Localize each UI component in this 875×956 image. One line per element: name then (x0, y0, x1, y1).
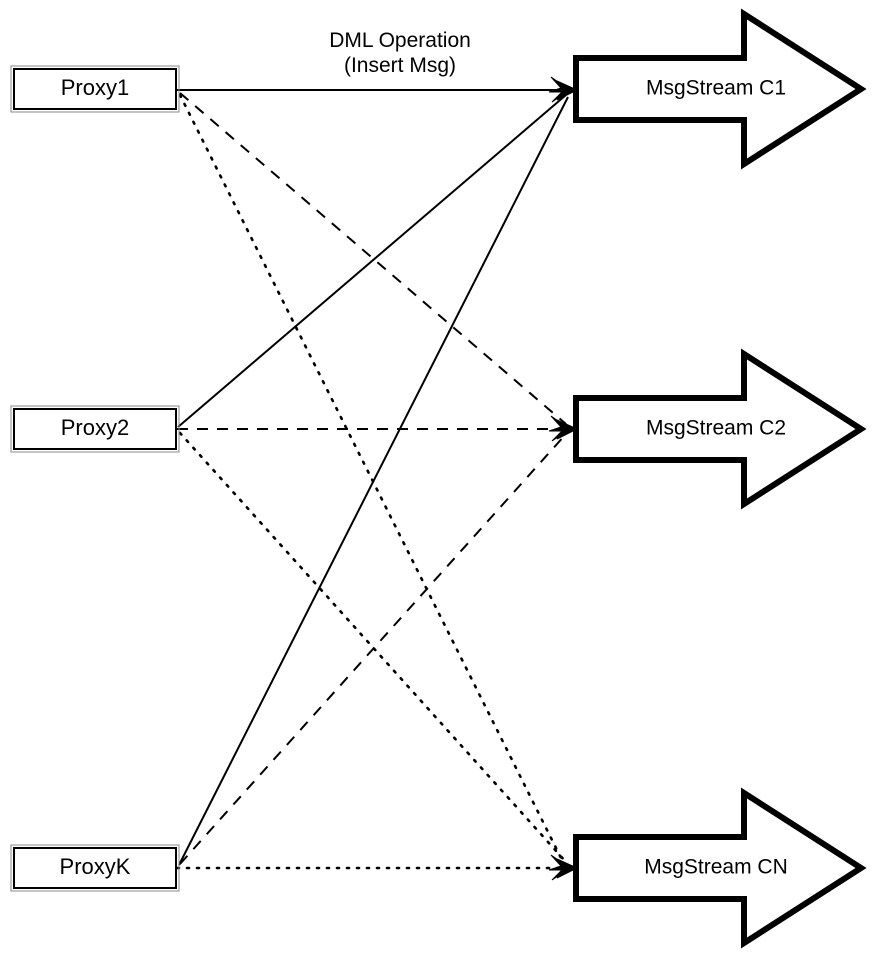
link-line-dotted (178, 431, 568, 864)
arrowhead-head-c1 (548, 76, 579, 103)
edge-label-line2: (Insert Msg) (344, 54, 456, 77)
stream-stream_c2: MsgStream C2 (573, 348, 867, 510)
stream-label-stream_cn: MsgStream CN (644, 856, 788, 879)
proxy-label-proxy2: Proxy2 (61, 415, 129, 440)
proxy-box-outline (10, 65, 180, 113)
arrowhead-head-cn (548, 854, 579, 881)
arrowhead-glyph (548, 76, 579, 103)
proxy-node-proxyk[interactable]: ProxyK (10, 844, 180, 892)
streams-layer: MsgStream C1 MsgStream C2 MsgStream CN (573, 8, 867, 949)
proxy-node-proxy1[interactable]: Proxy1 (10, 65, 180, 113)
proxy-box-outline (10, 844, 180, 892)
link-line-dotted (178, 93, 565, 864)
proxy-box-outline (10, 405, 180, 453)
stream-arrow-shape (573, 8, 867, 170)
edge-label-line1: DML Operation (329, 29, 471, 52)
stream-arrow-shape (573, 348, 867, 510)
proxy-node-proxy2[interactable]: Proxy2 (10, 405, 180, 453)
stream-stream_c1: MsgStream C1 (573, 8, 867, 170)
link-pk-c2 (179, 433, 567, 865)
stream-stream_cn: MsgStream CN (573, 787, 867, 949)
proxy-label-proxy1: Proxy1 (61, 75, 129, 100)
link-p1-c2 (179, 92, 567, 425)
links-layer (175, 89, 569, 870)
link-line-solid (178, 96, 569, 866)
link-line-solid (177, 94, 567, 428)
arrowhead-head-c2 (548, 415, 579, 442)
stream-label-stream_c1: MsgStream C1 (646, 77, 786, 100)
proxy-box[interactable] (13, 68, 177, 110)
arrowhead-glyph (548, 415, 579, 442)
stream-arrow-shape (573, 787, 867, 949)
link-pk-c1 (178, 96, 569, 866)
arrowheads-layer (548, 76, 579, 881)
link-line-dashed (179, 433, 567, 865)
link-line-dashed (179, 92, 567, 425)
link-p1-cn (178, 93, 565, 864)
proxy-box[interactable] (13, 408, 177, 450)
proxy-box[interactable] (13, 847, 177, 889)
stream-label-stream_c2: MsgStream C2 (646, 417, 786, 440)
proxy-label-proxyk: ProxyK (60, 854, 131, 879)
arrowhead-glyph (548, 854, 579, 881)
link-p2-c1 (177, 94, 567, 428)
link-p2-cn (178, 431, 568, 864)
edge-label-dml-operation: DML Operation (Insert Msg) (329, 29, 471, 77)
